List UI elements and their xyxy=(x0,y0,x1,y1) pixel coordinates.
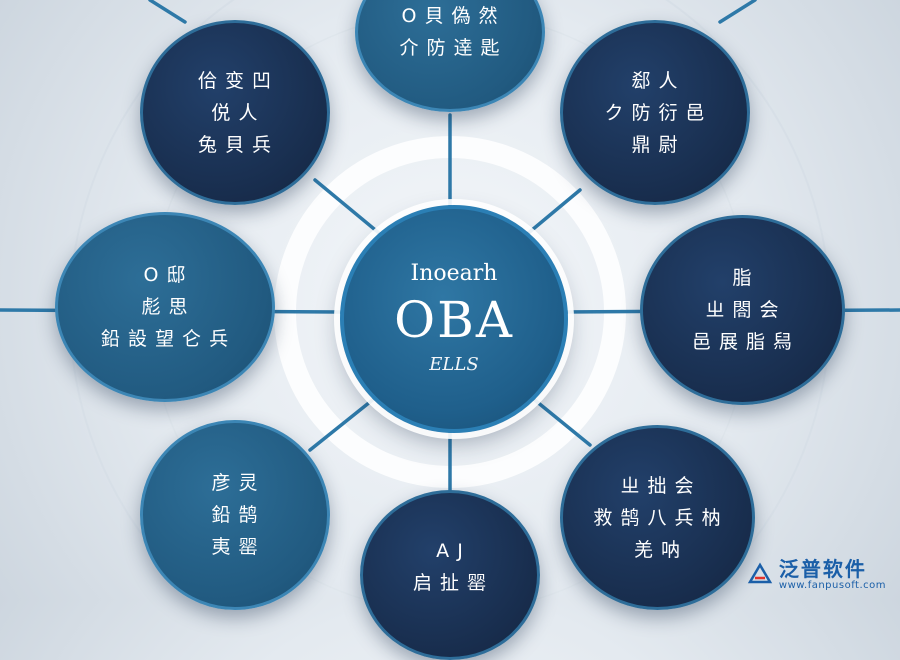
connector-bottom-left xyxy=(308,388,387,452)
node-left: O 邸 彪 思 鉛 設 望 仑 兵 xyxy=(55,212,275,402)
brand-watermark: 泛普软件 www.fanpusoft.com xyxy=(747,558,886,592)
node-line: 彦 灵 xyxy=(211,472,259,494)
connector-corner-tl xyxy=(148,0,187,24)
center-main-text: OBA xyxy=(394,291,514,349)
node-line: O 貝 偽 然 xyxy=(401,5,499,27)
node-bottom-left: 彦 灵 鉛 鹄 夷 罂 xyxy=(140,420,330,610)
node-line: 夷 罂 xyxy=(211,536,259,558)
node-line: 脂 xyxy=(732,267,753,289)
node-line: ㄓ 閤 会 xyxy=(705,299,780,321)
node-line: 羌 呐 xyxy=(633,538,682,561)
node-line: A J xyxy=(436,540,464,562)
node-line: 郄 人 xyxy=(631,69,679,92)
brand-url: www.fanpusoft.com xyxy=(778,580,886,591)
center-sub-text: ELLS xyxy=(429,354,479,375)
node-line: ク 防 衍 邑 xyxy=(604,101,706,124)
node-line: O 邸 xyxy=(143,264,187,286)
node-line: ㄓ 拙 会 xyxy=(620,474,695,497)
center-hub: Inoearh OBA ELLS xyxy=(340,205,568,433)
node-line: 救 鹄 八 兵 枘 xyxy=(593,506,722,529)
node-line: 邑 展 脂 舄 xyxy=(691,331,794,353)
node-line: 鉛 設 望 仑 兵 xyxy=(100,328,230,350)
node-line: 佮 变 凹 xyxy=(197,69,273,92)
node-line: 兔 貝 兵 xyxy=(197,133,273,156)
connector-top-right xyxy=(518,188,582,242)
node-line: 侻 人 xyxy=(211,101,259,124)
connector-corner-tr xyxy=(718,0,757,24)
node-bottom: A J 启 扯 罂 xyxy=(360,490,540,660)
node-line: 鉛 鹄 xyxy=(211,504,259,526)
brand-name: 泛普软件 xyxy=(778,557,867,581)
brand-logo-icon xyxy=(747,562,773,584)
center-top-text: Inoearh xyxy=(410,261,498,286)
node-top-right: 郄 人 ク 防 衍 邑 鼎 尉 xyxy=(560,20,750,205)
node-line: 启 扯 罂 xyxy=(412,572,488,594)
node-bottom-right: ㄓ 拙 会 救 鹄 八 兵 枘 羌 呐 xyxy=(560,425,755,610)
connector-top-left xyxy=(313,178,387,240)
node-line: 鼎 尉 xyxy=(631,133,679,156)
node-top-left: 佮 变 凹 侻 人 兔 貝 兵 xyxy=(140,20,330,205)
node-line: 介 防 逹 匙 xyxy=(399,37,501,59)
node-line: 彪 思 xyxy=(141,296,189,318)
node-right: 脂 ㄓ 閤 会 邑 展 脂 舄 xyxy=(640,215,845,405)
